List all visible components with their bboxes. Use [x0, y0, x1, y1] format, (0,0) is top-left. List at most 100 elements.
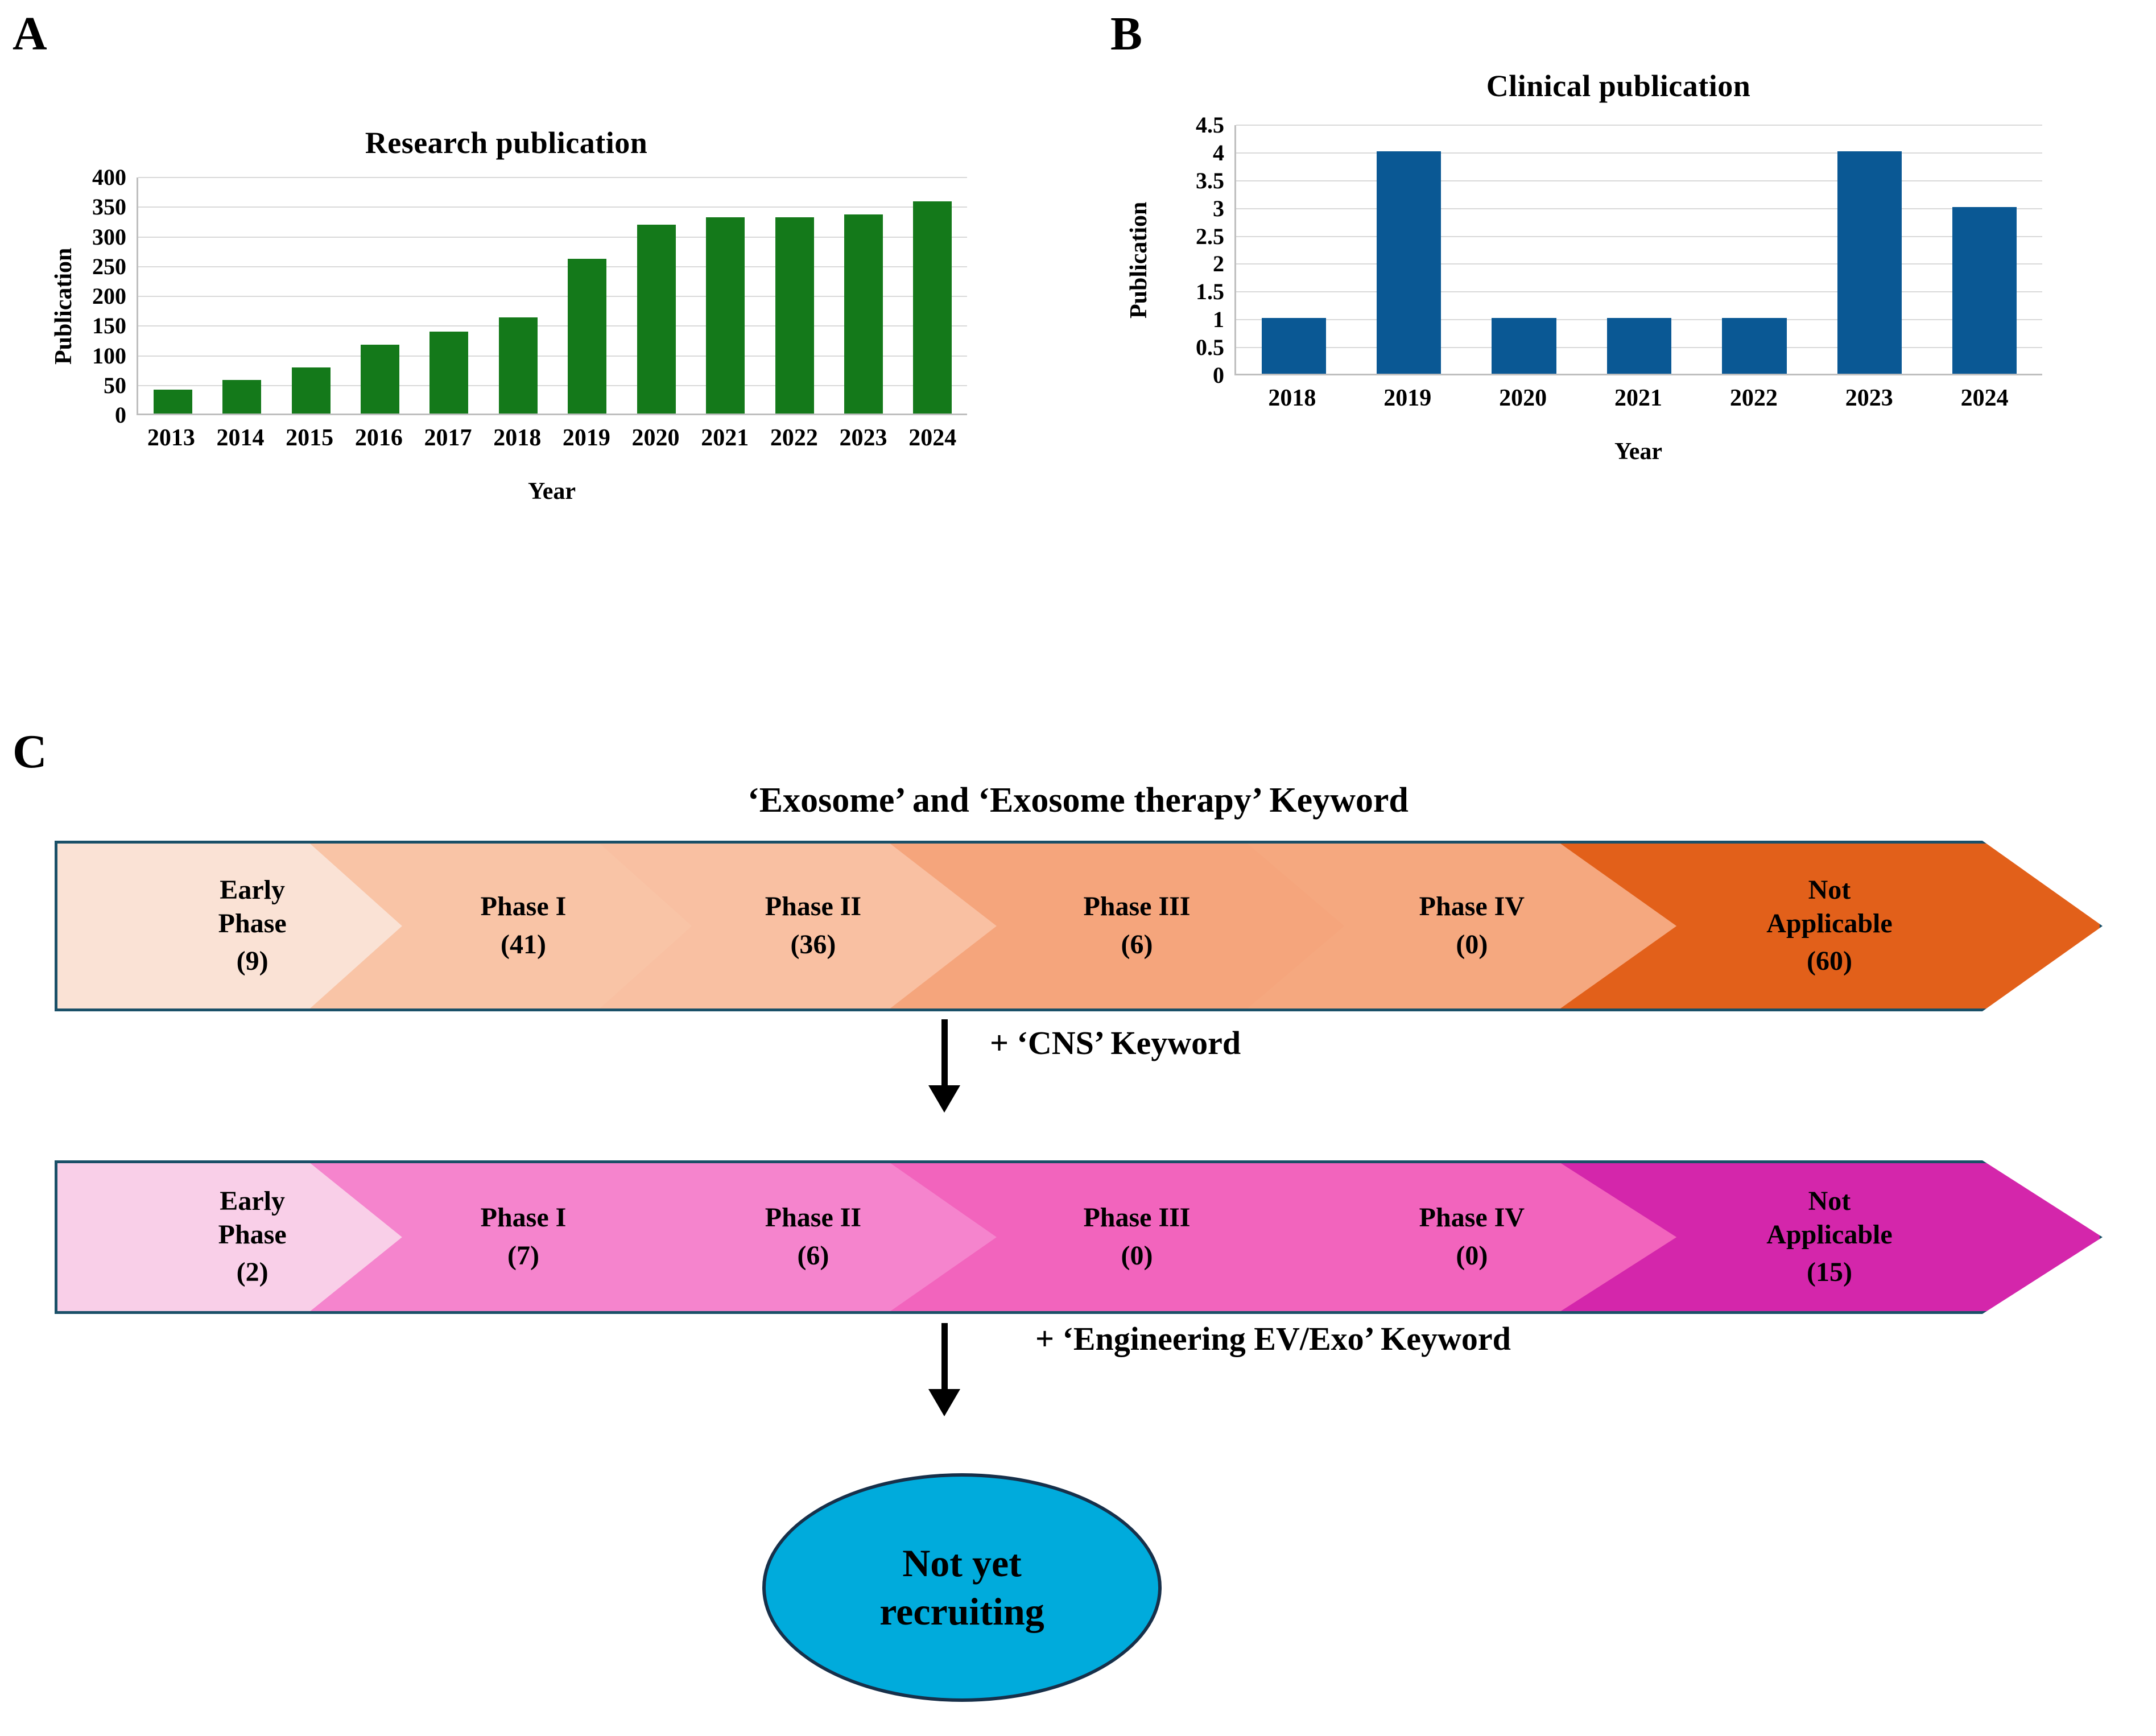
bar-2022 [1722, 318, 1787, 374]
flow-connector-line-2 [941, 1323, 948, 1391]
x-axis-tick-label: 2024 [1960, 385, 2009, 411]
y-axis-tick-label: 1 [1213, 307, 1224, 333]
gridline [138, 325, 967, 327]
flow-step-count: (6) [797, 1241, 829, 1271]
bar-2020 [1492, 318, 1556, 374]
flow-step-count: (7) [507, 1241, 539, 1271]
flow-note-engineering: + ‘Engineering EV/Exo’ Keyword [1035, 1320, 1511, 1357]
bar-cell [691, 177, 759, 414]
flow-step-count: (41) [500, 929, 546, 960]
gridline [138, 266, 967, 267]
y-axis-tick-label: 1.5 [1196, 279, 1224, 305]
bar-2022 [775, 217, 814, 414]
bar-cell [345, 177, 414, 414]
bar-2014 [222, 380, 262, 414]
bar-cell [898, 177, 967, 414]
y-axis-tick-label: 400 [92, 164, 126, 190]
y-axis-tick-label: 250 [92, 253, 126, 279]
bar-cell [1351, 125, 1466, 374]
flow-step-label: Phase IV [1419, 891, 1525, 922]
bar-2024 [1952, 206, 2017, 374]
flow-step-label: Phase IV [1419, 1202, 1525, 1233]
bar-2019 [1376, 151, 1442, 374]
clinical-trial-flow-diagram: C ‘Exosome’ and ‘Exosome therapy’ Keywor… [0, 728, 2156, 1736]
y-axis-tick-label: 300 [92, 224, 126, 250]
bar-cell [415, 177, 484, 414]
y-axis-tick-label: 4.5 [1196, 112, 1224, 138]
panel-b-label: B [1110, 7, 1143, 60]
bar-2019 [568, 259, 607, 414]
y-axis-tick-label: 0.5 [1196, 334, 1224, 361]
bar-2018 [498, 317, 538, 414]
bar-series [138, 177, 967, 414]
chart-b-title: Clinical publication [1486, 69, 1751, 103]
y-axis-tick-label: 100 [92, 342, 126, 369]
gridline [138, 236, 967, 238]
flow-step-label: Phase I [480, 1202, 567, 1233]
x-axis-tick-label: 2023 [839, 425, 887, 451]
y-axis-tick-label: 50 [104, 372, 126, 398]
y-axis-tick-label: 200 [92, 283, 126, 309]
bar-cell [1927, 125, 2042, 374]
x-axis-tick-label: 2018 [1268, 385, 1316, 411]
flow-step-count: (36) [790, 929, 836, 960]
flow-step-count: (0) [1121, 1241, 1153, 1271]
gridline [138, 355, 967, 357]
bar-2023 [1837, 151, 1902, 374]
gridline [138, 296, 967, 297]
flow-connector-line-1 [941, 1019, 948, 1088]
bar-2021 [706, 217, 745, 414]
gridline [1236, 263, 2042, 265]
bar-2023 [844, 214, 883, 414]
chart-b-plot-area [1234, 125, 2042, 375]
chart-a-title: Research publication [365, 126, 648, 160]
bar-cell [1581, 125, 1696, 374]
x-axis-tick-label: 2016 [354, 425, 403, 451]
flow-step-count: (60) [1806, 946, 1852, 977]
y-axis-tick-label: 0 [1213, 362, 1224, 388]
y-axis-tick-label: 0 [115, 402, 126, 428]
bar-cell [276, 177, 345, 414]
flow-header-keyword: ‘Exosome’ and ‘Exosome therapy’ Keyword [747, 781, 1409, 820]
bar-series [1236, 125, 2042, 374]
y-axis-tick-label: 350 [92, 194, 126, 220]
y-axis-tick-label: 4 [1213, 139, 1224, 166]
bar-2020 [637, 224, 676, 414]
bar-cell [484, 177, 552, 414]
x-axis-tick-label: 2020 [631, 425, 680, 451]
bar-cell [760, 177, 829, 414]
bar-2015 [291, 367, 331, 414]
gridline [138, 177, 967, 178]
bar-2017 [429, 331, 469, 414]
bar-cell [138, 177, 207, 414]
bar-2018 [1261, 318, 1326, 374]
x-axis-tick-label: 2020 [1499, 385, 1547, 411]
x-axis-tick-label: 2021 [1614, 385, 1662, 411]
flow-step-label: Phase I [480, 891, 567, 922]
bar-cell [1236, 125, 1351, 374]
gridline [1236, 180, 2042, 181]
flow-step-count: (9) [236, 946, 269, 977]
flow-step-count: (6) [1121, 929, 1153, 960]
gridline [138, 206, 967, 208]
chart-a-x-axis-title: Year [528, 478, 576, 505]
flow-connector-arrowhead-1 [928, 1085, 960, 1113]
x-axis-tick-label: 2013 [147, 425, 195, 451]
flow-step-label: Phase III [1083, 1202, 1191, 1233]
gridline [1236, 208, 2042, 209]
gridline [1236, 152, 2042, 154]
y-axis-tick-label: 150 [92, 313, 126, 339]
flow-note-cns: + ‘CNS’ Keyword [990, 1024, 1241, 1061]
bar-cell [1697, 125, 1812, 374]
